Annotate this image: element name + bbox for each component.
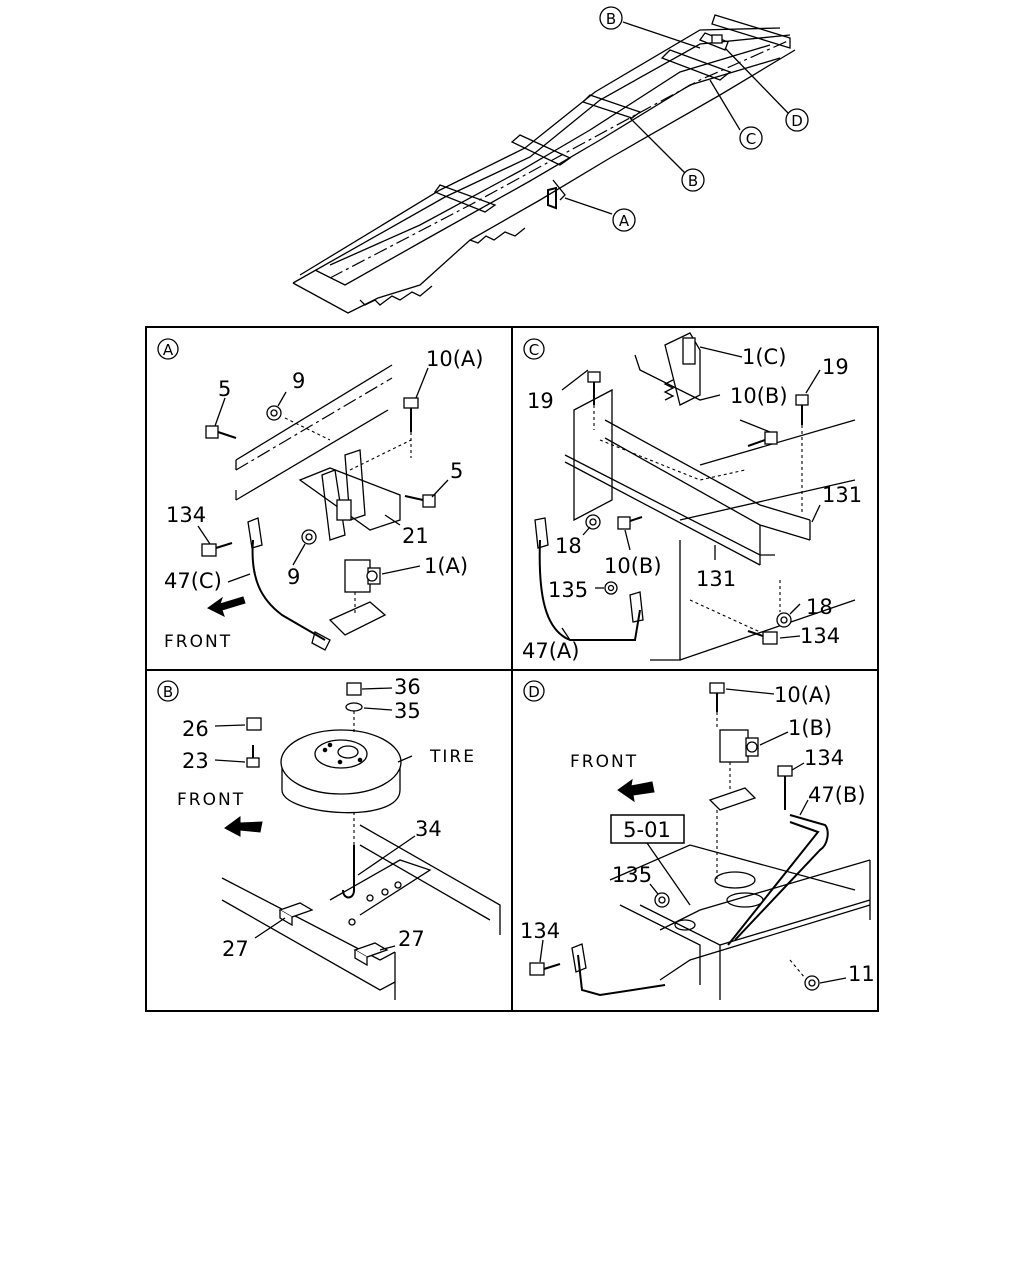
label-9-top: 9 xyxy=(292,369,305,393)
front-arrow-icon xyxy=(207,596,246,617)
front-arrow-icon xyxy=(224,816,263,837)
label-135: 135 xyxy=(612,863,652,887)
label-131-right: 131 xyxy=(822,483,862,507)
label-9-bottom: 9 xyxy=(287,565,300,589)
washer-icon xyxy=(345,702,363,712)
label-134: 134 xyxy=(800,624,840,648)
label-27-right: 27 xyxy=(398,927,425,951)
bolt-icon xyxy=(404,494,436,508)
nut-icon xyxy=(585,514,601,530)
label-18-right: 18 xyxy=(806,595,833,619)
chassis-frame-overview xyxy=(292,14,796,314)
label-10b-bottom: 10(B) xyxy=(604,554,662,578)
label-19-left: 19 xyxy=(527,389,554,413)
label-10a: 10(A) xyxy=(774,683,831,707)
label-47b: 47(B) xyxy=(808,783,866,807)
front-label: FRONT xyxy=(570,752,638,772)
overview-callout-d: D xyxy=(785,108,809,132)
label-11: 11 xyxy=(848,962,875,986)
panel-c-id: C xyxy=(523,338,545,360)
tire-label: TIRE xyxy=(429,747,476,767)
label-36: 36 xyxy=(394,675,421,699)
svg-text:B: B xyxy=(688,172,698,190)
panel-d: D xyxy=(520,680,875,1000)
svg-text:B: B xyxy=(163,683,173,701)
label-131-bottom: 131 xyxy=(696,567,736,591)
panel-grid xyxy=(145,326,879,1012)
bolt-icon xyxy=(205,425,237,439)
bolt-icon xyxy=(617,516,643,530)
panel-a: A xyxy=(157,338,483,652)
panel-c: C xyxy=(522,332,862,663)
label-27-left: 27 xyxy=(222,937,249,961)
panel-a-id: A xyxy=(157,338,179,360)
label-134: 134 xyxy=(166,503,206,527)
svg-text:C: C xyxy=(529,341,539,359)
front-arrow-icon xyxy=(617,778,655,803)
bolt-icon xyxy=(747,431,778,447)
label-1c: 1(C) xyxy=(742,345,786,369)
svg-text:5-01: 5-01 xyxy=(623,818,671,842)
bolt-icon xyxy=(403,397,419,432)
nut-icon xyxy=(776,612,792,628)
svg-text:A: A xyxy=(619,212,630,230)
svg-text:D: D xyxy=(791,112,803,130)
overview-callout-c: C xyxy=(739,126,763,150)
svg-text:A: A xyxy=(163,341,174,359)
nut-icon xyxy=(266,405,282,421)
label-47a: 47(A) xyxy=(522,639,579,663)
label-1a: 1(A) xyxy=(424,554,468,578)
nut-icon xyxy=(346,682,362,696)
overview-callout-b-top: B xyxy=(599,6,623,30)
label-47c: 47(C) xyxy=(164,569,222,593)
svg-text:C: C xyxy=(746,130,756,148)
bolt-icon xyxy=(246,745,260,768)
panel-b-id: B xyxy=(157,680,179,702)
label-21: 21 xyxy=(402,524,429,548)
label-135: 135 xyxy=(548,578,588,602)
spare-tire xyxy=(280,729,402,814)
svg-text:B: B xyxy=(606,10,616,28)
label-35: 35 xyxy=(394,699,421,723)
label-19-right: 19 xyxy=(822,355,849,379)
overview-callout-b-mid: B xyxy=(681,168,705,192)
svg-text:D: D xyxy=(528,683,540,701)
nut-icon xyxy=(654,892,670,908)
bolt-icon xyxy=(795,394,809,425)
bolt-icon xyxy=(529,962,561,976)
nut-icon xyxy=(804,975,820,991)
panel-d-id: D xyxy=(523,680,545,702)
label-1b: 1(B) xyxy=(788,716,832,740)
nut-icon xyxy=(604,581,618,595)
label-23: 23 xyxy=(182,749,209,773)
label-10a: 10(A) xyxy=(426,347,483,371)
overview-callout-a: A xyxy=(612,208,636,232)
front-label: FRONT xyxy=(164,632,232,652)
label-26: 26 xyxy=(182,717,209,741)
label-10b-top: 10(B) xyxy=(730,384,788,408)
label-5-left: 5 xyxy=(218,377,231,401)
label-5-right: 5 xyxy=(450,459,463,483)
bolt-icon xyxy=(777,765,793,810)
nut-icon xyxy=(301,529,317,545)
label-34: 34 xyxy=(415,817,442,841)
reference-box: 5-01 xyxy=(610,814,685,844)
bolt-icon xyxy=(587,371,601,405)
front-label: FRONT xyxy=(177,790,245,810)
bolt-icon xyxy=(709,682,725,712)
panel-b: B xyxy=(157,675,501,1000)
nut-icon xyxy=(246,717,262,731)
label-134-bottom: 134 xyxy=(520,919,560,943)
bolt-icon xyxy=(201,542,233,557)
label-18-left: 18 xyxy=(555,534,582,558)
bolt-icon xyxy=(747,630,778,645)
label-134-top: 134 xyxy=(804,746,844,770)
